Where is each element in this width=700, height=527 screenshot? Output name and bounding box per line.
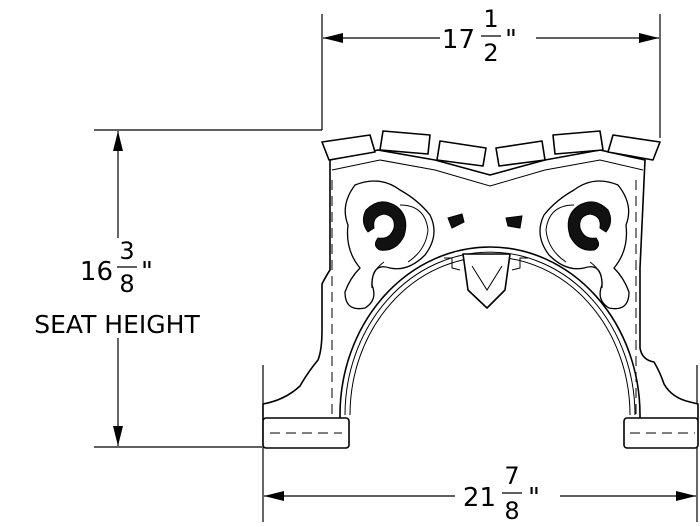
center-keystone xyxy=(462,253,511,309)
top-width-dimension: 17 1 2 " xyxy=(321,5,661,138)
keystone-detail xyxy=(471,265,503,291)
center-notch-right xyxy=(505,215,523,229)
slat-3 xyxy=(436,140,487,167)
top-width-denominator: 2 xyxy=(483,39,498,67)
top-width-numerator: 1 xyxy=(483,5,498,33)
bottom-width-numerator: 7 xyxy=(504,462,519,490)
slat-2 xyxy=(379,130,431,155)
left-scroll-ornament xyxy=(344,180,435,310)
bench-frame xyxy=(262,130,699,449)
bottom-width-dimension: 21 7 8 " xyxy=(262,365,698,525)
seat-height-numerator: 3 xyxy=(119,237,134,265)
bottom-width-unit: " xyxy=(528,483,540,513)
seat-height-label: SEAT HEIGHT xyxy=(34,310,200,339)
seat-height-dimension: 16 3 8 " SEAT HEIGHT xyxy=(34,129,322,448)
seat-rail-inner xyxy=(331,159,644,187)
seat-slats xyxy=(321,130,661,167)
right-scroll-ornament xyxy=(539,180,630,310)
slat-4 xyxy=(495,140,546,167)
seat-height-denominator: 8 xyxy=(119,270,134,298)
bracket-right xyxy=(511,257,528,271)
slat-5 xyxy=(552,130,604,155)
bottom-width-denominator: 8 xyxy=(504,497,519,525)
top-width-unit: " xyxy=(505,25,517,55)
slat-1 xyxy=(321,134,376,161)
center-notch-left xyxy=(447,213,465,229)
top-width-whole: 17 xyxy=(442,25,475,55)
slat-6 xyxy=(607,134,661,161)
bracket-left xyxy=(444,257,461,271)
seat-height-whole: 16 xyxy=(80,257,113,287)
arch-inner-line-2 xyxy=(344,251,636,416)
right-foot xyxy=(623,417,699,449)
seat-height-unit: " xyxy=(141,257,153,287)
bottom-width-whole: 21 xyxy=(463,483,496,513)
